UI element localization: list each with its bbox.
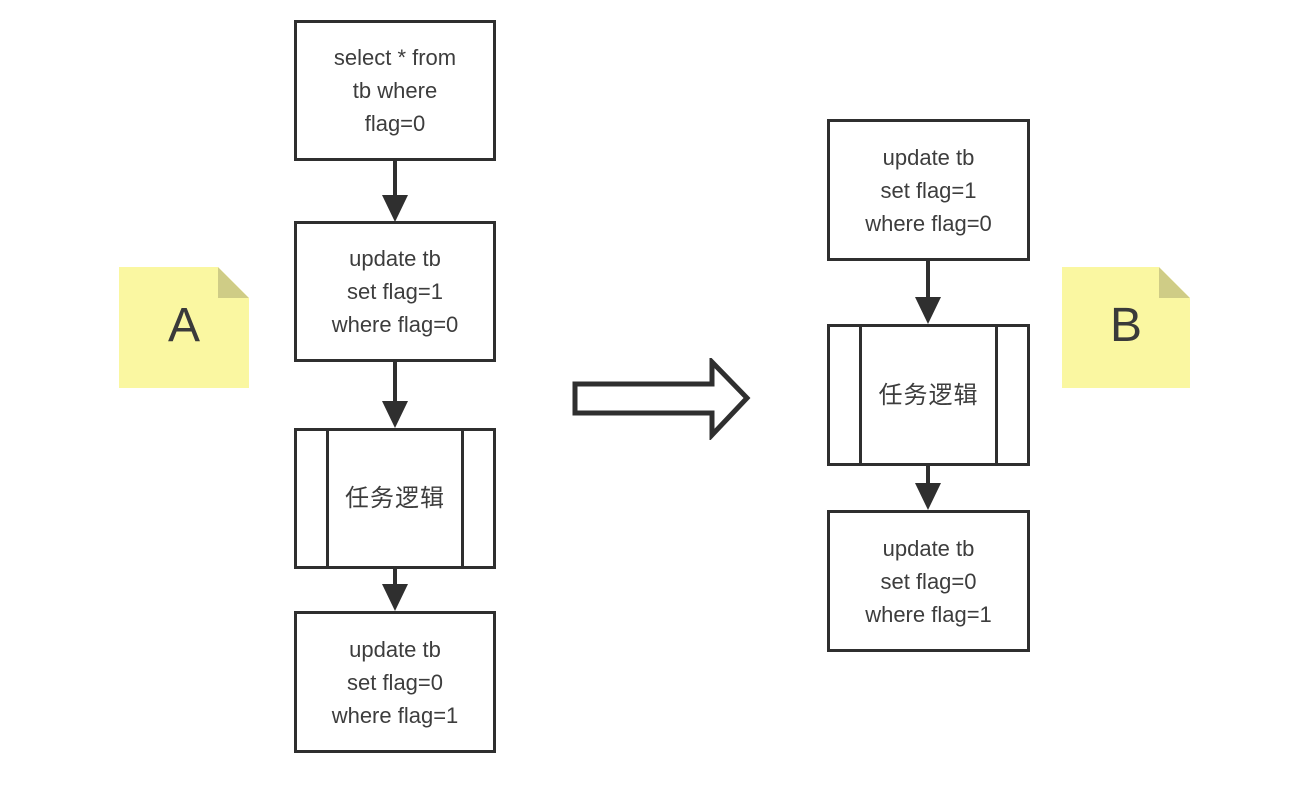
arrowhead-down-icon bbox=[915, 483, 941, 510]
flow-b-connector-1 bbox=[914, 261, 942, 324]
sticky-note-a: A bbox=[119, 267, 249, 388]
flow-b-step-update-flag1-text: update tb set flag=1 where flag=0 bbox=[865, 144, 992, 236]
flow-b-step-update-flag0-box: update tb set flag=0 where flag=1 bbox=[827, 510, 1030, 652]
flow-a-step-select-text: select * from tb where flag=0 bbox=[333, 45, 457, 136]
connector-line bbox=[926, 466, 930, 483]
connector-line bbox=[926, 261, 930, 297]
flow-a-step-update-flag1-text: update tb set flag=1 where flag=0 bbox=[331, 246, 459, 337]
flow-a-task-logic-text: 任务逻辑 bbox=[345, 485, 445, 512]
predefined-process-line bbox=[461, 431, 464, 566]
flow-a-step-update-flag0-box: update tb set flag=0 where flag=1 bbox=[294, 611, 496, 753]
predefined-process-line bbox=[326, 431, 329, 566]
flow-a-task-logic-box: 任务逻辑 bbox=[294, 428, 496, 569]
flow-b-step-update-flag0-text: update tb set flag=0 where flag=1 bbox=[865, 535, 992, 627]
arrowhead-down-icon bbox=[382, 195, 408, 222]
flow-a-connector-1 bbox=[381, 161, 409, 222]
note-a-label: A bbox=[167, 298, 200, 352]
predefined-process-line bbox=[859, 327, 862, 463]
note-fold-icon bbox=[218, 267, 249, 298]
flow-a-step-update-flag1-box: update tb set flag=1 where flag=0 bbox=[294, 221, 496, 362]
flow-b-connector-2 bbox=[914, 466, 942, 510]
flow-a-step-select-box: select * from tb where flag=0 bbox=[294, 20, 496, 161]
flow-b-task-logic-text: 任务逻辑 bbox=[878, 381, 979, 409]
connector-line bbox=[393, 362, 397, 401]
note-b-label: B bbox=[1109, 298, 1142, 352]
note-fold-icon bbox=[1159, 267, 1190, 298]
arrowhead-down-icon bbox=[915, 297, 941, 324]
arrowhead-down-icon bbox=[382, 401, 408, 428]
flow-b-task-logic-box: 任务逻辑 bbox=[827, 324, 1030, 466]
transform-right-arrow-icon bbox=[572, 358, 751, 440]
flow-b-step-update-flag1-box: update tb set flag=1 where flag=0 bbox=[827, 119, 1030, 261]
connector-line bbox=[393, 569, 397, 584]
flow-a-step-update-flag0-text: update tb set flag=0 where flag=1 bbox=[331, 636, 459, 728]
flow-a-connector-3 bbox=[381, 569, 409, 611]
flow-a-connector-2 bbox=[381, 362, 409, 428]
connector-line bbox=[393, 161, 397, 195]
predefined-process-line bbox=[995, 327, 998, 463]
arrowhead-down-icon bbox=[382, 584, 408, 611]
sticky-note-b: B bbox=[1062, 267, 1190, 388]
